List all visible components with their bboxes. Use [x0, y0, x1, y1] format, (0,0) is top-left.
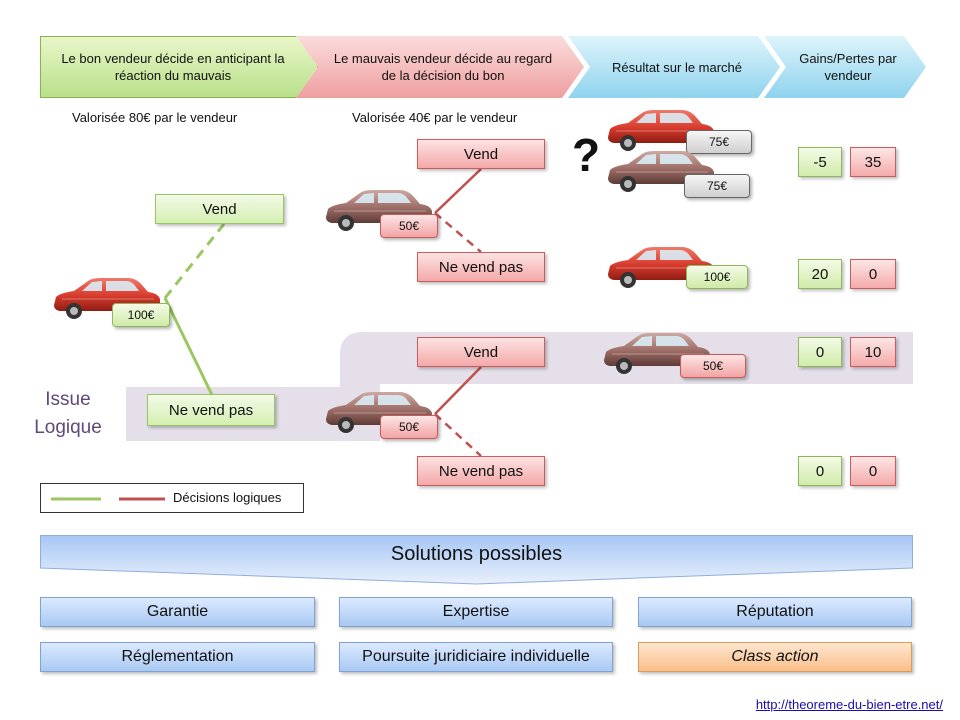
solutions-title: Solutions possibles: [390, 543, 563, 565]
payoff-bad-row3: 10: [850, 337, 896, 367]
payoff-good-row1: -5: [798, 147, 842, 177]
root-price-tag: 100€: [112, 303, 170, 327]
line-good-not-sell: [163, 297, 215, 398]
header-step1-text: Le bon vendeur décide en anticipant la r…: [61, 51, 285, 83]
solution-poursuite: Poursuite juridiciaire individuelle: [339, 642, 613, 672]
good-sell-box: Vend: [155, 194, 284, 224]
header-step-good-seller: Le bon vendeur décide en anticipant la r…: [40, 36, 318, 98]
solution-reglementation: Réglementation: [40, 642, 315, 672]
solutions-banner: Solutions possibles: [40, 535, 913, 585]
solution-class-action: Class action: [638, 642, 912, 672]
footer-link[interactable]: http://theoreme-du-bien-etre.net/: [755, 697, 943, 712]
payoff-bad-row2: 0: [850, 259, 896, 289]
line-bad2-not-sell: [434, 413, 482, 457]
legend-label: Décisions logiques: [173, 490, 282, 505]
solutions-banner-shape: [40, 535, 913, 585]
payoff-bad-row4: 0: [850, 456, 896, 486]
header-step-bad-seller: Le mauvais vendeur décide au regard de l…: [296, 36, 584, 98]
legend-red-line-icon: [119, 497, 165, 501]
header-step2-text: Le mauvais vendeur décide au regard de l…: [333, 51, 553, 83]
legend-green-line-icon: [51, 497, 101, 501]
logical-outcome-label: Issue Logique: [34, 389, 102, 438]
line-bad2-sell: [434, 366, 482, 415]
payoff-bad-row1: 35: [850, 147, 896, 177]
good-not-sell-box: Ne vend pas: [147, 394, 275, 426]
bad2-sell-box: Vend: [417, 337, 545, 367]
bad2-not-sell-box: Ne vend pas: [417, 456, 545, 486]
bad1-not-sell-box: Ne vend pas: [417, 252, 545, 282]
payoff-good-row3: 0: [798, 337, 842, 367]
result2-price-tag: 100€: [686, 265, 748, 289]
solution-reputation: Réputation: [638, 597, 912, 627]
solution-garantie: Garantie: [40, 597, 315, 627]
branch2-price-tag: 50€: [380, 415, 438, 439]
good-seller-valuation: Valorisée 80€ par le vendeur: [72, 110, 238, 125]
line-bad1-not-sell: [434, 212, 482, 253]
header-step3-text: Résultat sur le marché: [611, 59, 743, 75]
bad-seller-valuation: Valorisée 40€ par le vendeur: [352, 110, 518, 125]
line-good-sell: [163, 223, 226, 299]
solution-expertise: Expertise: [339, 597, 613, 627]
branch1-price-tag: 50€: [380, 214, 438, 238]
line-bad1-sell: [434, 168, 482, 214]
header-step-payoffs: Gains/Pertes par vendeur: [764, 36, 926, 98]
result1-price-b: 75€: [684, 174, 750, 198]
payoff-good-row2: 20: [798, 259, 842, 289]
payoff-good-row4: 0: [798, 456, 842, 486]
result1-price-a: 75€: [686, 130, 752, 154]
legend: Décisions logiques: [40, 483, 304, 513]
uncertainty-question-mark: ?: [572, 129, 601, 181]
bad1-sell-box: Vend: [417, 139, 545, 169]
header-step4-text: Gains/Pertes par vendeur: [799, 51, 897, 83]
header-step-market-result: Résultat sur le marché: [568, 36, 780, 98]
result3-price-tag: 50€: [680, 354, 746, 378]
